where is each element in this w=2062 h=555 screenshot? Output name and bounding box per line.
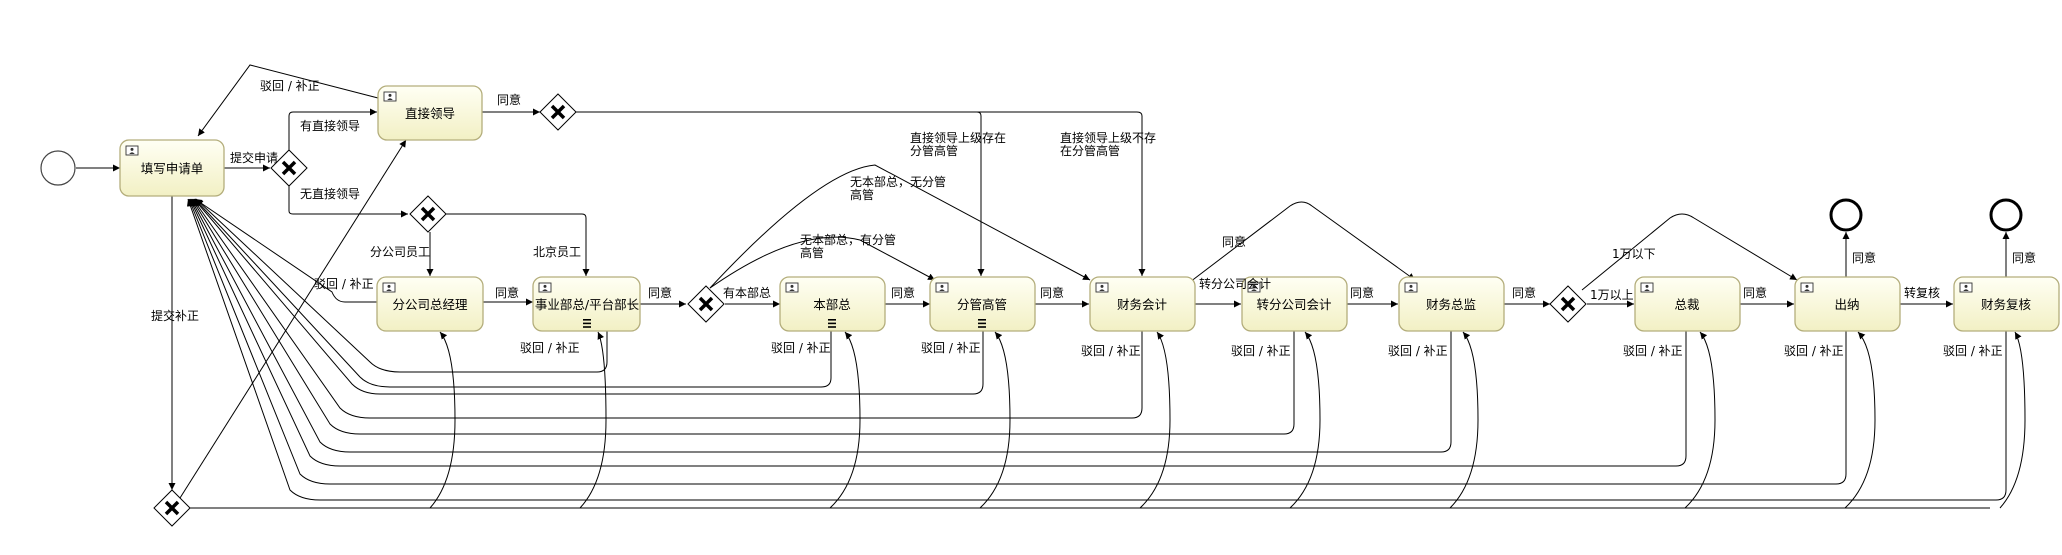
task-label: 出纳: [1834, 297, 1859, 312]
flow-label: 驳回 / 补正: [1231, 344, 1291, 358]
flow-label: 无本部总，无分管高管: [850, 174, 946, 202]
task-label: 财务复核: [1981, 297, 2032, 312]
gateway-dept[interactable]: [687, 285, 725, 323]
task-ceo[interactable]: 总裁: [1634, 276, 1741, 332]
flow-label: 驳回 / 补正: [260, 79, 320, 93]
flow-label: 同意: [497, 92, 521, 107]
task-branch-gm[interactable]: 分公司总经理: [376, 276, 484, 332]
gateway-leader-agree[interactable]: [539, 93, 577, 131]
flow-label: 同意: [648, 285, 672, 300]
flow-label: 驳回 / 补正: [1081, 344, 1141, 358]
flow-label: 同意: [891, 285, 915, 300]
multi-instance-icon: [978, 319, 986, 328]
flow-label: 同意: [1852, 250, 1876, 265]
task-vp[interactable]: 分管高管: [929, 276, 1036, 332]
flow-label: 同意: [1040, 285, 1064, 300]
task-label: 事业部总/平台部长: [535, 297, 640, 312]
flow-label: 驳回 / 补正: [1388, 344, 1448, 358]
flow-label: 驳回 / 补正: [921, 341, 981, 355]
task-cashier[interactable]: 出纳: [1794, 276, 1901, 332]
task-branch-accountant[interactable]: 转分公司会计: [1241, 276, 1348, 332]
multi-instance-icon: [583, 319, 591, 328]
flow-label: 同意: [1512, 285, 1536, 300]
flow-label: 无本部总，有分管高管: [800, 232, 896, 260]
end-event-review[interactable]: [1989, 198, 2023, 232]
task-label: 财务会计: [1117, 297, 1167, 312]
gateway-amount[interactable]: [1549, 285, 1587, 323]
task-finance-review[interactable]: 财务复核: [1953, 276, 2060, 332]
task-fill-request[interactable]: 填写申请单: [119, 139, 225, 197]
gateway-leader[interactable]: [270, 149, 308, 187]
gateway-resubmit[interactable]: [153, 489, 191, 527]
multi-instance-icon: [828, 319, 836, 328]
flow-label: 提交申请: [230, 150, 278, 165]
flow-label: 同意: [1350, 285, 1374, 300]
flow-label: 驳回 / 补正: [1623, 344, 1683, 358]
task-label: 填写申请单: [141, 161, 204, 176]
task-accountant[interactable]: 财务会计: [1089, 276, 1196, 332]
flow-label: 直接领导上级不存在分管高管: [1060, 130, 1156, 158]
task-label: 总裁: [1674, 297, 1699, 312]
flow-label: 驳回 / 补正: [1943, 344, 2003, 358]
task-label: 本部总: [813, 297, 851, 312]
task-label: 财务总监: [1426, 297, 1476, 312]
flow-label: 有直接领导: [300, 118, 360, 133]
task-label: 分公司总经理: [392, 297, 468, 312]
flow-label: 有本部总: [723, 285, 771, 300]
flow-label: 同意: [1222, 234, 1246, 249]
task-dept-head[interactable]: 本部总: [779, 276, 886, 332]
flow-label: 同意: [1743, 285, 1767, 300]
flow-label: 转分公司会计: [1199, 276, 1271, 291]
flow-label: 驳回 / 补正: [314, 277, 374, 291]
task-finance-director[interactable]: 财务总监: [1398, 276, 1505, 332]
flow-label: 北京员工: [533, 245, 581, 259]
flow-label: 1万以上: [1590, 288, 1634, 302]
task-label: 转分公司会计: [1256, 297, 1331, 312]
flow-label: 分公司员工: [370, 245, 430, 259]
flow-label: 转复核: [1904, 285, 1940, 300]
flow-label: 提交补正: [151, 308, 199, 323]
task-label: 直接领导: [405, 106, 455, 121]
flow-label: 同意: [495, 285, 519, 300]
flow-label: 直接领导上级存在分管高管: [910, 130, 1006, 158]
task-label: 分管高管: [957, 297, 1007, 312]
flow-label: 1万以下: [1612, 247, 1656, 261]
task-division-head[interactable]: 事业部总/平台部长: [532, 276, 641, 332]
flow-label: 驳回 / 补正: [771, 341, 831, 355]
flow-label: 无直接领导: [300, 186, 360, 201]
start-event[interactable]: [40, 150, 76, 186]
flow-label: 驳回 / 补正: [1784, 344, 1844, 358]
flow-label: 同意: [2012, 250, 2036, 265]
gateway-staff-type[interactable]: [409, 195, 447, 233]
flow-label: 驳回 / 补正: [520, 341, 580, 355]
task-direct-leader[interactable]: 直接领导: [377, 85, 483, 141]
end-event-cashier[interactable]: [1829, 198, 1863, 232]
